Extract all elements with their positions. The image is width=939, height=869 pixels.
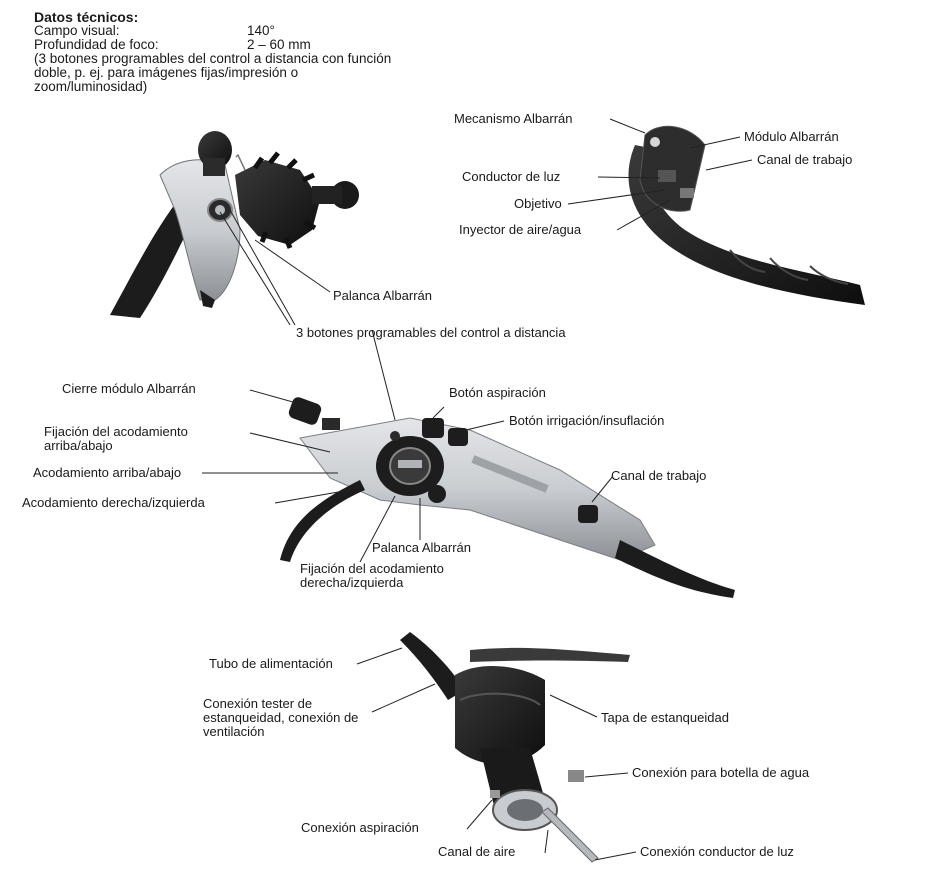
leader-lines-top-left xyxy=(220,210,395,420)
label-cierre-modulo: Cierre módulo Albarrán xyxy=(62,382,196,396)
endoscope-handle-illustration xyxy=(110,131,359,318)
label-boton-aspiracion: Botón aspiración xyxy=(449,386,546,400)
label-fijacion-derecha: Fijación del acodamiento derecha/izquier… xyxy=(300,562,505,590)
label-mecanismo: Mecanismo Albarrán xyxy=(454,112,573,126)
label-palanca-albarran-body: Palanca Albarrán xyxy=(372,541,471,555)
label-acod-arriba: Acodamiento arriba/abajo xyxy=(33,466,181,480)
label-objetivo: Objetivo xyxy=(514,197,562,211)
label-conexion-aspiracion: Conexión aspiración xyxy=(301,821,419,835)
label-conexion-tester: Conexión tester de estanqueidad, conexió… xyxy=(203,697,393,739)
label-conductor-luz: Conductor de luz xyxy=(462,170,560,184)
label-inyector: Inyector de aire/agua xyxy=(459,223,581,237)
label-canal-trabajo-body: Canal de trabajo xyxy=(611,469,706,483)
label-fijacion-arriba: Fijación del acodamiento arriba/abajo xyxy=(44,425,259,453)
label-modulo: Módulo Albarrán xyxy=(744,130,839,144)
label-3-botones: 3 botones programables del control a dis… xyxy=(296,326,566,340)
label-canal-aire: Canal de aire xyxy=(438,845,515,859)
label-acod-derecha: Acodamiento derecha/izquierda xyxy=(22,496,205,510)
label-conexion-botella: Conexión para botella de agua xyxy=(632,766,809,780)
label-palanca-albarran-top: Palanca Albarrán xyxy=(333,289,432,303)
label-canal-trabajo-tip: Canal de trabajo xyxy=(757,153,852,167)
label-tubo: Tubo de alimentación xyxy=(209,657,333,671)
label-conexion-luz: Conexión conductor de luz xyxy=(640,845,794,859)
label-boton-irrigacion: Botón irrigación/insuflación xyxy=(509,414,664,428)
light-guide-connector-illustration xyxy=(400,632,630,862)
label-tapa: Tapa de estanqueidad xyxy=(601,711,729,725)
